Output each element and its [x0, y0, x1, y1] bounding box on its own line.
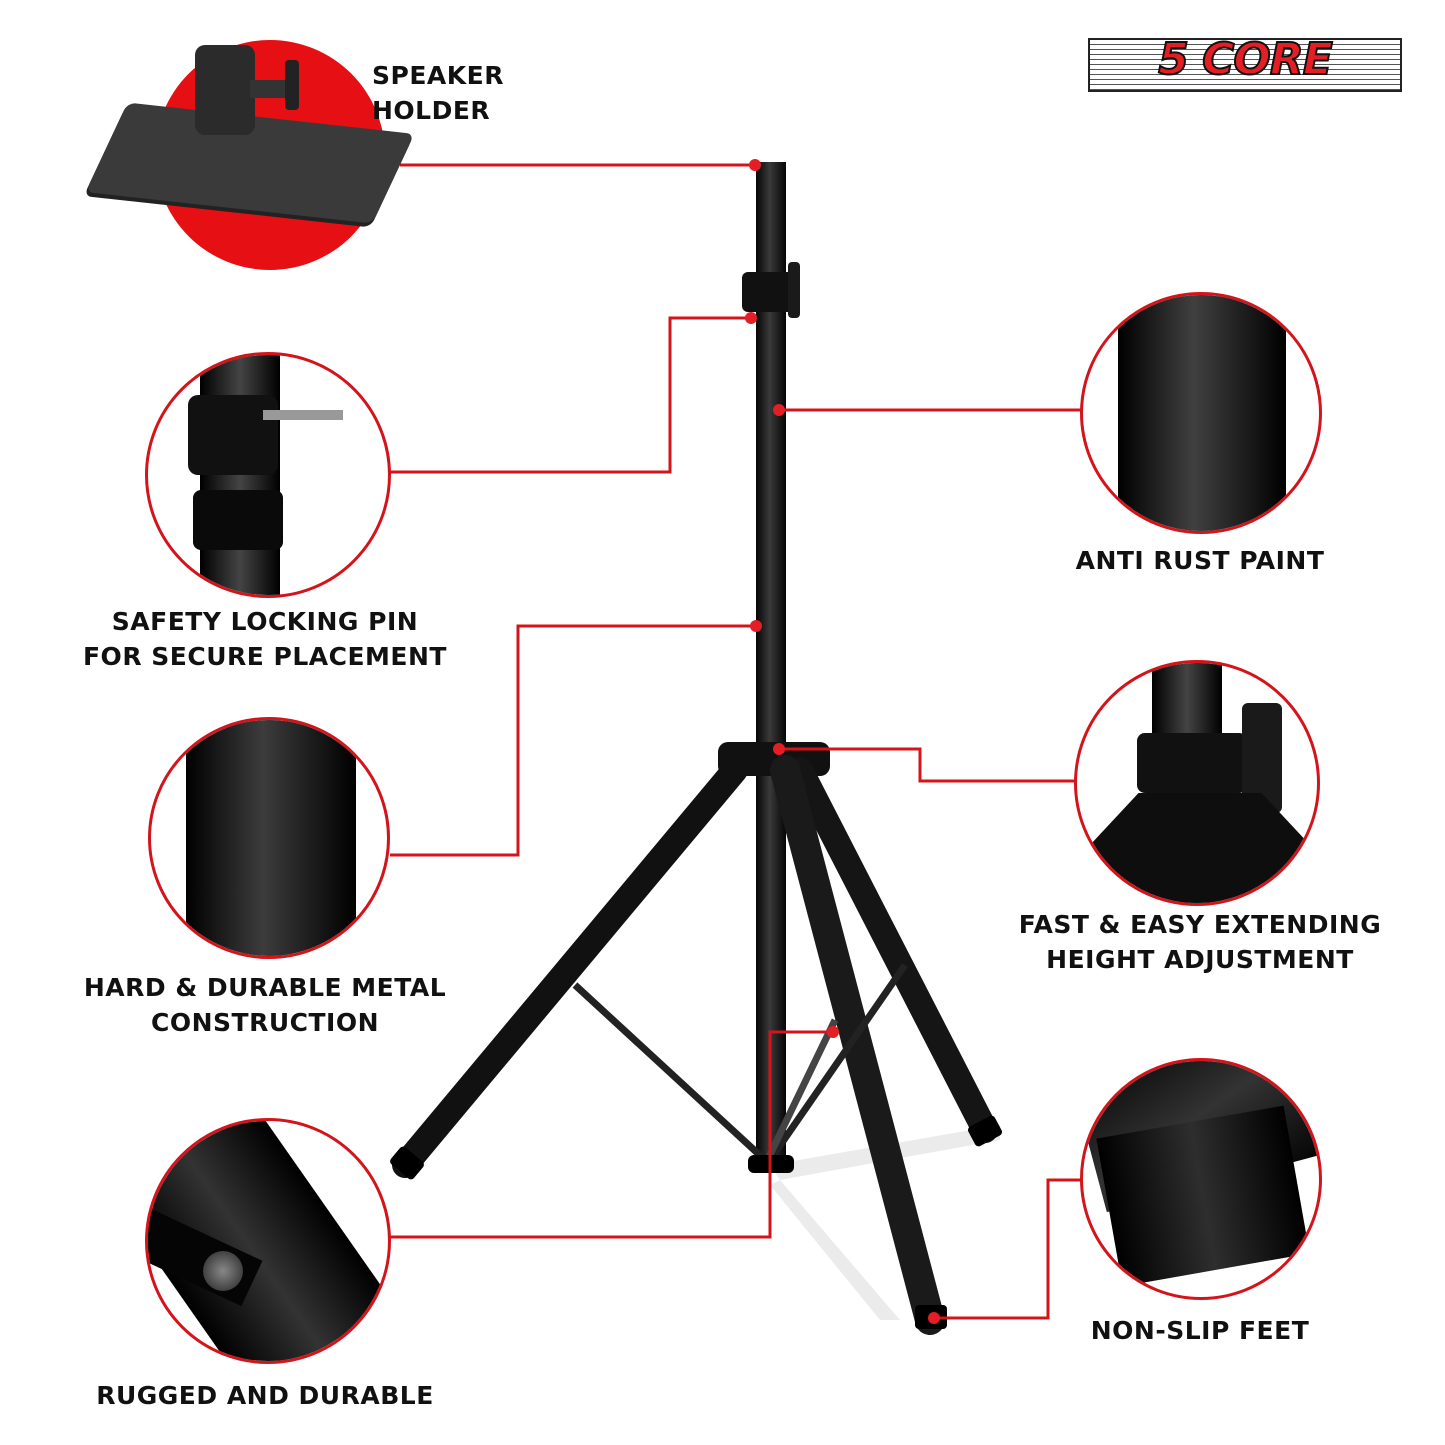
connector-lines: [388, 163, 1082, 1320]
detail-circle-metal-construction: [148, 717, 390, 959]
detail-circle-rugged-durable: [145, 1118, 391, 1364]
label-rugged-durable: RUGGED AND DURABLE: [96, 1381, 434, 1410]
label-non-slip-feet: NON-SLIP FEET: [1090, 1316, 1310, 1345]
speaker-holder-image: [85, 40, 415, 290]
detail-circle-anti-rust-paint: [1080, 292, 1322, 534]
detail-circle-height-adjustment: [1074, 660, 1320, 906]
detail-circle-non-slip-feet: [1080, 1058, 1322, 1300]
center-pole: [756, 162, 786, 1170]
brand-logo-text: 5 CORE: [1157, 33, 1334, 86]
detail-circle-safety-locking-pin: [145, 352, 391, 598]
brand-logo: 5 CORE: [1088, 33, 1402, 92]
connector-dots: [745, 159, 940, 1324]
label-anti-rust-paint: ANTI RUST PAINT: [1075, 546, 1325, 575]
